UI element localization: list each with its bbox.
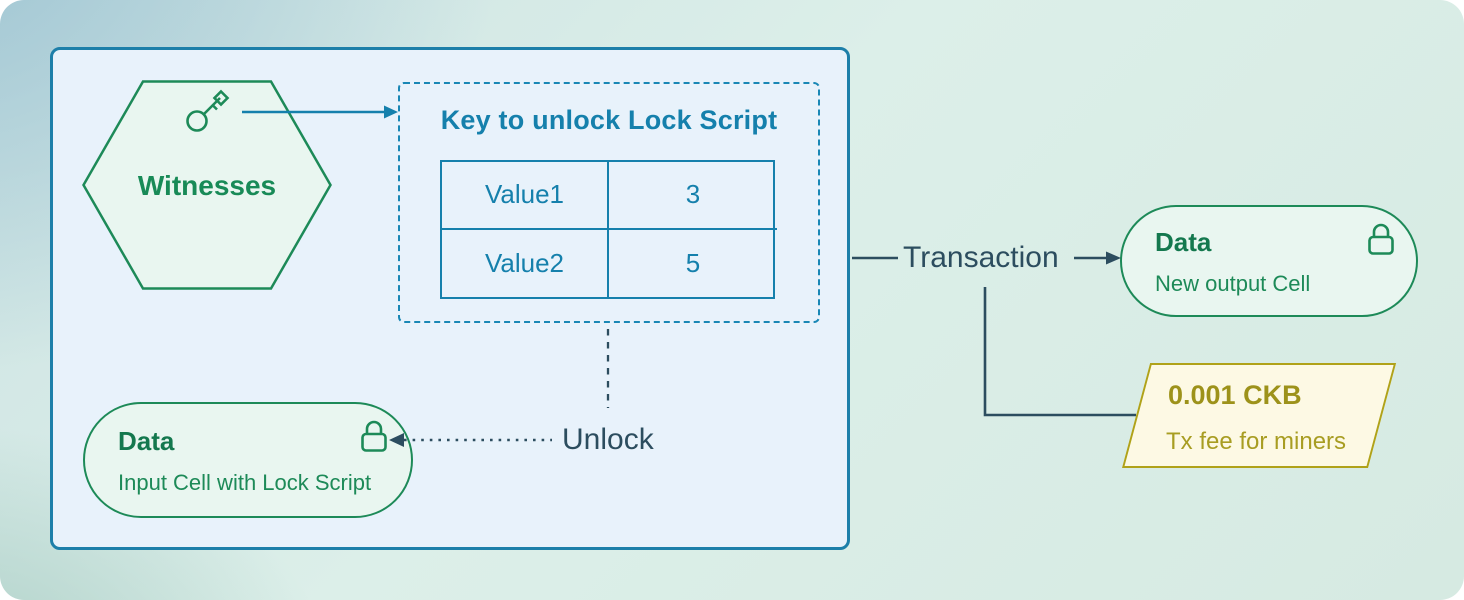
key-script-box	[398, 82, 820, 323]
table-cell-name-1: Value1	[442, 162, 609, 230]
fee-amount: 0.001 CKB	[1168, 380, 1302, 410]
hexagon-shape	[82, 80, 332, 290]
transaction-to-fee-line	[983, 287, 1136, 417]
output-cell-subtitle: New output Cell	[1155, 271, 1311, 296]
transaction-to-output-arrow	[1074, 251, 1121, 265]
input-cell-subtitle: Input Cell with Lock Script	[118, 470, 372, 495]
key-value-table: Value1 3 Value2 5	[440, 160, 777, 299]
unlock-label: Unlock	[562, 423, 654, 456]
key-icon	[184, 88, 234, 134]
key-box-title: Key to unlock Lock Script	[440, 105, 778, 135]
witnesses-hexagon: Witnesses	[82, 80, 332, 290]
input-cell-pill: Data Input Cell with Lock Script	[83, 402, 413, 518]
lock-icon	[1366, 221, 1396, 257]
table-cell-value-2: 5	[685, 247, 701, 278]
input-cell-title: Data	[118, 426, 175, 456]
lock-icon	[359, 418, 389, 454]
transaction-label: Transaction	[903, 241, 1059, 274]
output-cell-pill: Data New output Cell	[1120, 205, 1418, 317]
output-cell-title: Data	[1155, 227, 1212, 257]
table-cell-name-2: Value2	[442, 229, 609, 297]
table-cell-value-1: 3	[609, 162, 777, 230]
fee-subtitle: Tx fee for miners	[1166, 428, 1347, 455]
witnesses-label: Witnesses	[137, 170, 277, 201]
